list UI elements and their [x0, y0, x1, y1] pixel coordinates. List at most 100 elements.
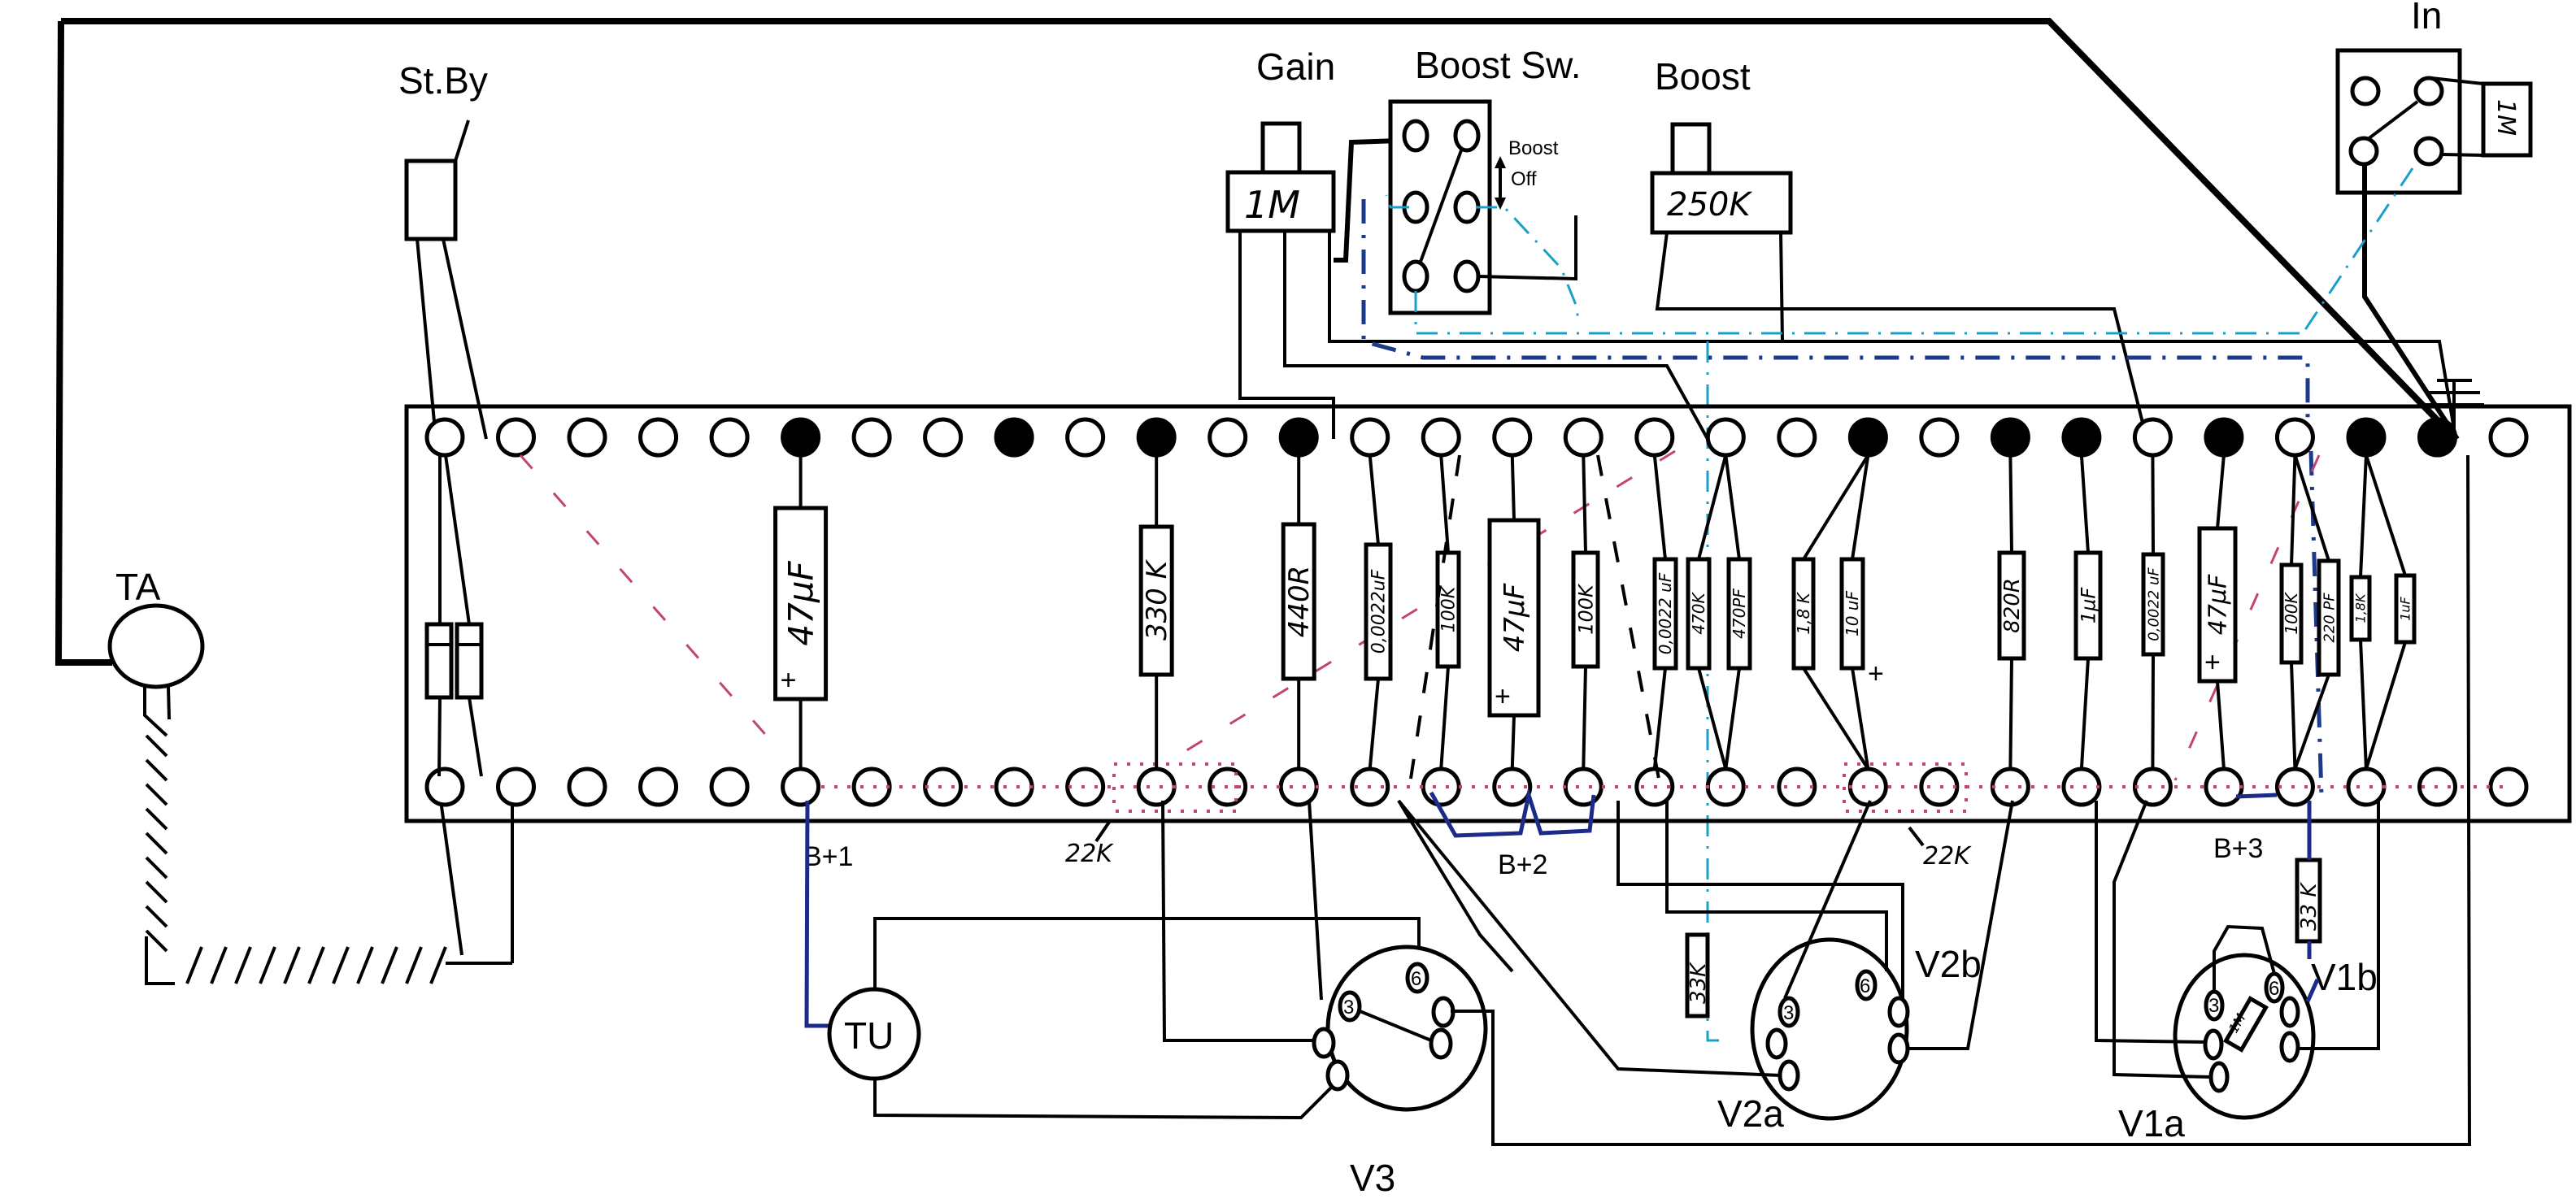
resistor-r6 — [1791, 557, 1816, 671]
v1-wire-b — [2113, 800, 2212, 1079]
c6-value: 10 uF — [1843, 591, 1862, 636]
ground-wire-1 — [437, 788, 463, 956]
turret-board — [404, 404, 2572, 823]
boost-wire-1 — [1655, 232, 2148, 440]
c6-leads — [1851, 454, 1870, 770]
v1-internal-link — [2213, 924, 2276, 992]
capacitor-c8 — [2141, 552, 2165, 657]
boost-wire-2 — [1779, 232, 1784, 342]
b2-jumper — [1429, 787, 1596, 838]
b1-label: B+1 — [803, 841, 853, 872]
resistor-r4 — [1571, 550, 1600, 669]
turret-top-22 — [1990, 417, 2030, 458]
input-jack-lugs — [2348, 76, 2444, 167]
v1-pin3: 3 — [2208, 995, 2219, 1017]
c11-value: 1uF — [2398, 596, 2413, 620]
v2-wire-cathode — [1908, 800, 2014, 1050]
turret-top-11 — [1208, 417, 1248, 458]
turret-top-17 — [1634, 417, 1675, 458]
r8-value: 100K — [2282, 591, 2301, 634]
power-transformer-ta — [107, 603, 205, 689]
r3-value: 100K — [1439, 585, 1460, 632]
gain-pot[interactable] — [1225, 170, 1336, 233]
turret-bottom-20 — [1847, 767, 1888, 807]
r2-value: 440R — [1283, 566, 1316, 638]
r5-leads — [1697, 454, 1728, 770]
turret-top-25 — [2204, 417, 2244, 458]
turret-top-13 — [1350, 417, 1390, 458]
turret-bottom-19 — [1777, 767, 1817, 807]
mains-wire-top — [61, 18, 2458, 441]
gain-pot-value: 1M — [1244, 183, 1300, 227]
gain-wire-3 — [1328, 231, 2457, 440]
turret-bottom-23 — [2061, 767, 2102, 807]
v3-internal — [1357, 1009, 1432, 1042]
turret-top-0 — [424, 417, 465, 458]
resistor-22k-arrow-1 — [1094, 819, 1112, 843]
gain-label: Gain — [1256, 46, 1335, 88]
boost-pot[interactable] — [1650, 171, 1793, 235]
boost-switch-down-label: Off — [1511, 168, 1537, 190]
turret-bottom-25 — [2204, 767, 2244, 807]
standby-switch[interactable] — [404, 159, 458, 241]
turret-bottom-5 — [781, 767, 821, 807]
turret-top-26 — [2274, 417, 2315, 458]
turret-bottom-4 — [709, 767, 750, 807]
turret-bottom-12 — [1278, 767, 1319, 807]
v3-label: V3 — [1350, 1157, 1395, 1199]
c7-value: 1µF — [2077, 587, 2100, 624]
turret-top-6 — [851, 417, 892, 458]
ta-lead-1 — [143, 687, 168, 737]
chassis-ground-hatch — [145, 734, 512, 985]
v2-to-v3-wire — [1397, 799, 1514, 973]
tu-wire-top — [873, 917, 1421, 989]
turret-bottom-27 — [2346, 767, 2387, 807]
turret-top-20 — [1847, 417, 1888, 458]
input-shield-trace — [2301, 167, 2414, 334]
r9-leads — [2359, 454, 2368, 770]
b2-label: B+2 — [1498, 849, 1547, 880]
standby-label: St.By — [398, 59, 488, 102]
turret-top-19 — [1777, 417, 1817, 458]
capacitor-c11 — [2394, 573, 2417, 645]
gain-wire-2 — [1283, 231, 1709, 440]
v1-wire-a — [2095, 801, 2206, 1044]
c9-value: 47µF — [2204, 574, 2233, 635]
resistor-22k-arrow-2 — [1908, 826, 1925, 847]
c9-leads — [2216, 454, 2226, 770]
r5-value: 470K — [1689, 591, 1708, 634]
input-signal-wire — [2362, 164, 2460, 441]
capacitor-c9 — [2197, 526, 2238, 684]
turret-bottom-29 — [2488, 767, 2529, 807]
mains-wire-left — [54, 20, 112, 666]
shield-trace-boost — [1476, 206, 1579, 317]
resistor-22k-label-2: 22K — [1923, 842, 1972, 871]
capacitor-c10 — [2317, 558, 2341, 677]
heater-trace-diag-3 — [2174, 454, 2321, 781]
c4-leads — [1652, 454, 1667, 770]
c5-value: 470PF — [1730, 588, 1749, 639]
boost-pot-shaft — [1670, 122, 1712, 176]
v2-pin6: 6 — [1860, 975, 1870, 997]
v3-pin6: 6 — [1411, 968, 1421, 990]
v3-wire-plate — [1308, 800, 1323, 1001]
v1-pin6: 6 — [2269, 978, 2279, 1000]
turret-top-4 — [709, 417, 750, 458]
resistor-r3 — [1435, 550, 1461, 669]
r4-leads — [1582, 454, 1587, 770]
b3-jumper — [2235, 793, 2278, 799]
turret-bottom-16 — [1563, 767, 1603, 807]
standby-leader — [454, 119, 470, 162]
switch-to-boost-wire — [1477, 215, 1577, 281]
turret-bottom-22 — [1990, 767, 2030, 807]
input-jack[interactable] — [2335, 48, 2462, 195]
b1-wire — [804, 800, 831, 1028]
boost-switch-lever — [1419, 150, 1463, 263]
resistor-r1 — [1138, 524, 1174, 677]
input-jack-contact — [2365, 100, 2419, 141]
v2-wire-grid — [1783, 800, 1872, 999]
c5-leads — [1724, 454, 1741, 770]
v2-pins — [1765, 969, 1910, 1092]
heater-trace-diag-1 — [519, 454, 782, 753]
